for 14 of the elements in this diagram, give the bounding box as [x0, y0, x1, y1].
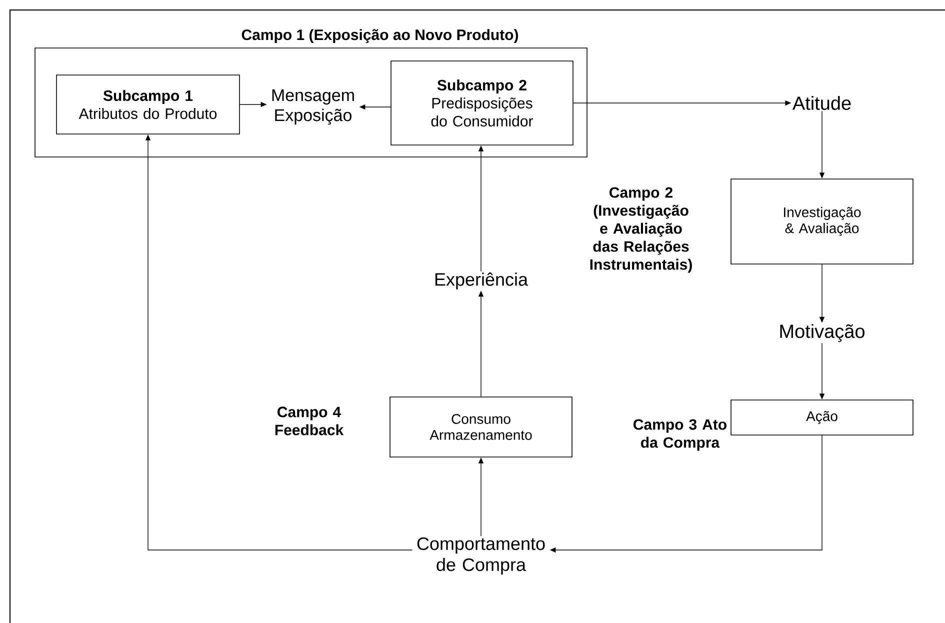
field-label: Campo 3 Ato da Compra — [634, 419, 726, 451]
process-box: Subcampo 1 Atributos do Produto — [56, 74, 240, 134]
field-label: Campo 4 Feedback — [275, 406, 344, 436]
node-label: Campo 1 (Exposição ao Novo Produto) — [242, 29, 518, 44]
node-text: Comportamento de Compra — [417, 537, 545, 575]
node-text: Experiência — [435, 272, 528, 290]
process-box: Investigação & Avaliação — [730, 178, 914, 264]
node-text: Mensagem Exposição — [272, 89, 354, 125]
node-text: Motivação — [780, 324, 864, 342]
field-label: Campo 2 (Investigação e Avaliação das Relações Instrumentais) — [590, 187, 692, 273]
node-text: Atitude — [792, 96, 851, 110]
process-box: Subcampo 2 Predisposições do Consumidor — [390, 60, 574, 146]
process-box: Ação — [730, 400, 914, 436]
process-box: Consumo Armazenamento — [390, 396, 572, 458]
